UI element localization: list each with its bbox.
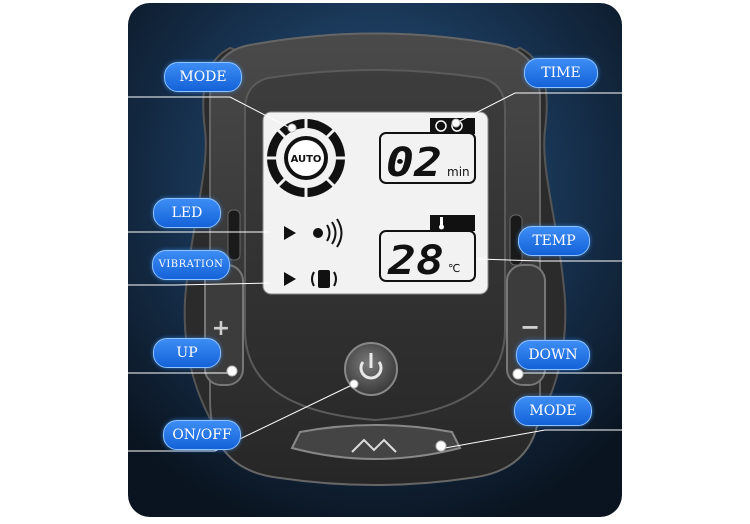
power-icon <box>359 361 383 380</box>
label-mode-bottom: MODE <box>514 396 592 426</box>
bottom-mode-button[interactable] <box>290 424 462 460</box>
callout-dots <box>226 118 524 452</box>
temp-display: 28 ℃ <box>379 215 476 284</box>
time-value: 02 <box>386 140 442 186</box>
label-led: LED <box>153 198 221 228</box>
mode-dial: AUTO <box>267 119 345 197</box>
label-up: UP <box>153 338 221 368</box>
time-display: 02 min <box>379 118 476 186</box>
label-time: TIME <box>524 58 598 88</box>
auto-badge: AUTO <box>291 154 322 165</box>
wave-icon <box>351 438 397 453</box>
vibration-icon <box>318 270 330 288</box>
thermometer-icon <box>440 217 443 228</box>
label-vibration: VIBRATION <box>152 250 230 280</box>
sound-icon <box>313 228 323 238</box>
sound-indicator <box>284 218 343 248</box>
callout-lines <box>128 92 622 452</box>
label-down: DOWN <box>516 340 590 370</box>
label-on-off: ON/OFF <box>163 420 241 450</box>
vibration-indicator <box>284 270 337 288</box>
temp-value: 28 <box>387 238 444 284</box>
minus-symbol: − <box>520 313 540 341</box>
label-mode-top: MODE <box>164 62 242 92</box>
temp-unit: ℃ <box>448 262 460 275</box>
left-led-strip <box>227 209 241 261</box>
label-temp: TEMP <box>518 226 590 256</box>
time-unit: min <box>447 165 470 179</box>
plus-symbol: + <box>212 316 230 341</box>
